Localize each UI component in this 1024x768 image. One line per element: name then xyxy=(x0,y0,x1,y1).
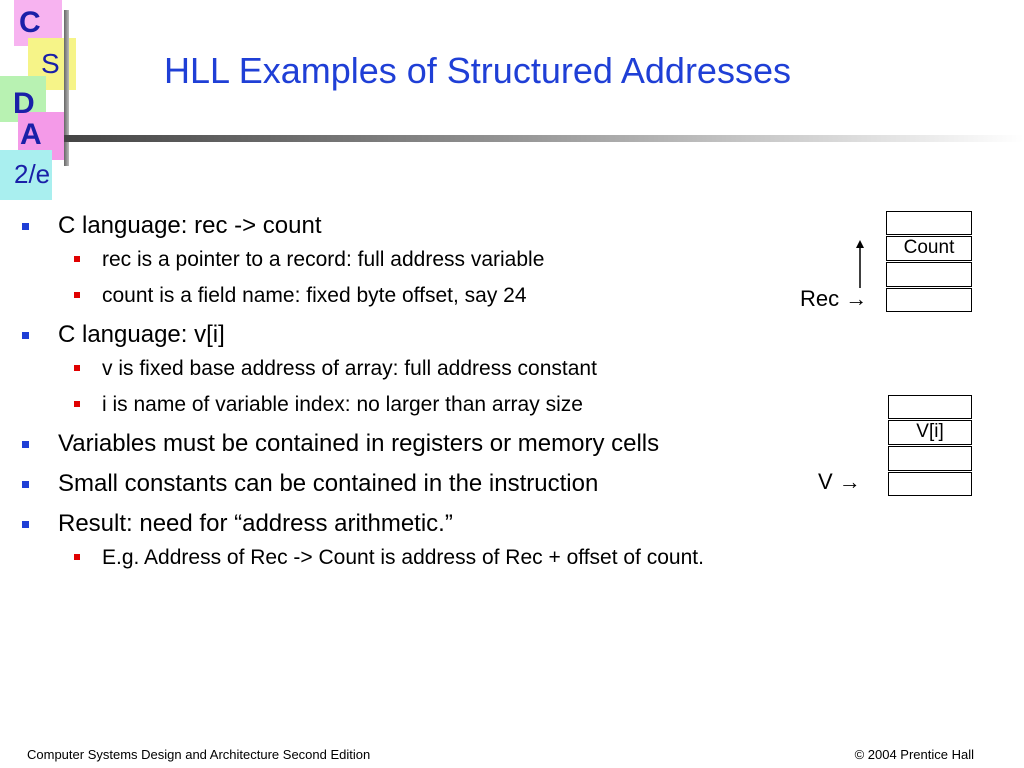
sub-bullet-text: rec is a pointer to a record: full addre… xyxy=(102,248,545,271)
array-cell-vi: V[i] xyxy=(888,420,972,445)
title-vertical-rule xyxy=(64,10,69,166)
bullet-text: C language: v[i] xyxy=(58,321,225,348)
sub-bullet-item: count is a field name: fixed byte offset… xyxy=(58,282,788,309)
sub-bullet-list: rec is a pointer to a record: full addre… xyxy=(58,246,788,309)
title-horizontal-rule xyxy=(64,135,1024,142)
logo-letter-c: C xyxy=(19,6,41,39)
bullet-item: Variables must be contained in registers… xyxy=(18,430,788,458)
sub-bullet-text: v is fixed base address of array: full a… xyxy=(102,357,597,380)
sub-bullet-list: v is fixed base address of array: full a… xyxy=(58,355,788,418)
record-cell-count: Count xyxy=(886,236,972,261)
bullet-square-icon xyxy=(22,521,29,528)
record-cell xyxy=(886,288,972,312)
bullet-square-icon xyxy=(22,223,29,230)
array-cell xyxy=(888,446,972,471)
sub-bullet-square-icon xyxy=(74,292,80,298)
record-cell xyxy=(886,211,972,235)
bullet-square-icon xyxy=(22,441,29,448)
array-cell xyxy=(888,395,972,419)
bullet-square-icon xyxy=(22,332,29,339)
bullet-square-icon xyxy=(22,481,29,488)
footer-left: Computer Systems Design and Architecture… xyxy=(27,747,371,762)
sub-bullet-item: E.g. Address of Rec -> Count is address … xyxy=(58,544,788,571)
bullet-item: C language: v[i] v is fixed base address… xyxy=(18,321,788,418)
array-pointer-label: V → xyxy=(818,469,861,494)
record-offset-arrow-icon xyxy=(856,240,864,288)
bullet-item: C language: rec -> count rec is a pointe… xyxy=(18,212,788,309)
sub-bullet-item: v is fixed base address of array: full a… xyxy=(58,355,788,382)
sub-bullet-square-icon xyxy=(74,365,80,371)
footer-right: © 2004 Prentice Hall xyxy=(854,747,974,762)
bullet-text: C language: rec -> count xyxy=(58,212,322,239)
bullet-item: Small constants can be contained in the … xyxy=(18,470,788,498)
sub-bullet-item: rec is a pointer to a record: full addre… xyxy=(58,246,788,273)
record-cell xyxy=(886,262,972,287)
sub-bullet-item: i is name of variable index: no larger t… xyxy=(58,391,788,418)
sub-bullet-text: E.g. Address of Rec -> Count is address … xyxy=(102,546,704,569)
record-pointer-label: Rec → xyxy=(800,286,868,311)
bullet-list: C language: rec -> count rec is a pointe… xyxy=(18,212,788,583)
sub-bullet-square-icon xyxy=(74,256,80,262)
sub-bullet-list: E.g. Address of Rec -> Count is address … xyxy=(58,544,788,571)
logo-letter-d: D xyxy=(13,87,35,120)
array-cell xyxy=(888,472,972,496)
sub-bullet-square-icon xyxy=(74,554,80,560)
logo-edition: 2/e xyxy=(14,159,51,189)
bullet-text: Result: need for “address arithmetic.” xyxy=(58,510,453,537)
logo-letter-a: A xyxy=(20,118,42,151)
logo-square-cyan xyxy=(0,150,52,200)
sub-bullet-text: i is name of variable index: no larger t… xyxy=(102,393,583,416)
sub-bullet-square-icon xyxy=(74,401,80,407)
bullet-item: Result: need for “address arithmetic.” E… xyxy=(18,510,788,571)
bullet-text: Small constants can be contained in the … xyxy=(58,470,599,497)
logo-letter-s: S xyxy=(41,48,60,79)
bullet-text: Variables must be contained in registers… xyxy=(58,430,660,457)
slide-title: HLL Examples of Structured Addresses xyxy=(164,50,791,91)
sub-bullet-text: count is a field name: fixed byte offset… xyxy=(102,284,527,307)
